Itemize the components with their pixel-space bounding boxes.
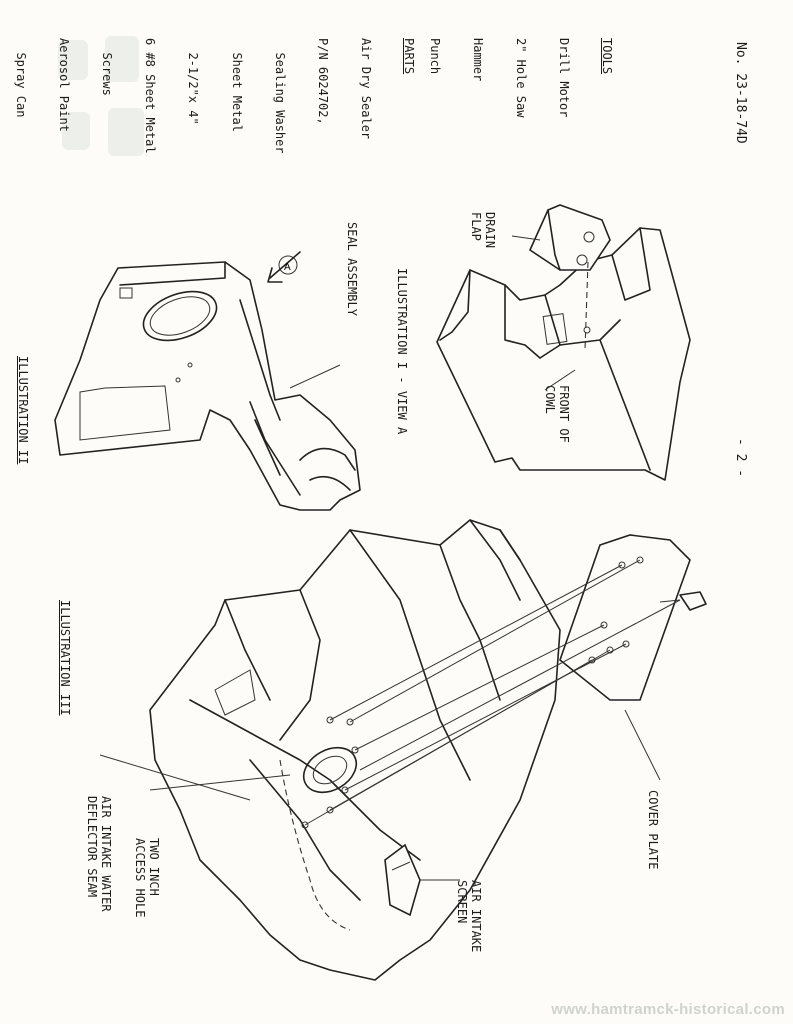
bleed-through-mark bbox=[108, 108, 144, 156]
bleed-through-mark bbox=[58, 40, 88, 80]
illustration-two-drawing bbox=[54, 251, 361, 511]
bleed-through-mark bbox=[62, 112, 90, 150]
view-a-marker: A bbox=[284, 262, 291, 273]
illustration-one-drawing bbox=[436, 204, 691, 481]
illustration-three-drawing bbox=[99, 519, 707, 981]
bleed-through-mark bbox=[105, 36, 139, 82]
website-watermark: www.hamtramck-historical.com bbox=[551, 1001, 785, 1018]
